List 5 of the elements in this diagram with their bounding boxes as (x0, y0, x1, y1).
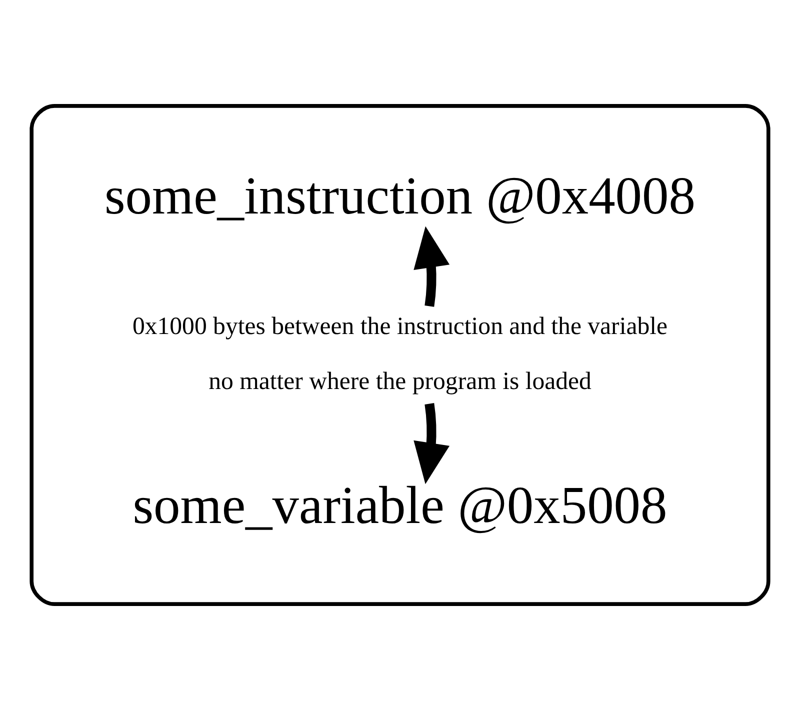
node-text: some_instruction @0x4008 (104, 165, 696, 226)
cluster (30, 104, 770, 606)
node-text: 0x1000 bytes between the instruction and the variable no matter where the program is loaded (132, 312, 668, 395)
arrow (414, 402, 450, 484)
node-text: some_variable @0x5008 (132, 474, 668, 534)
